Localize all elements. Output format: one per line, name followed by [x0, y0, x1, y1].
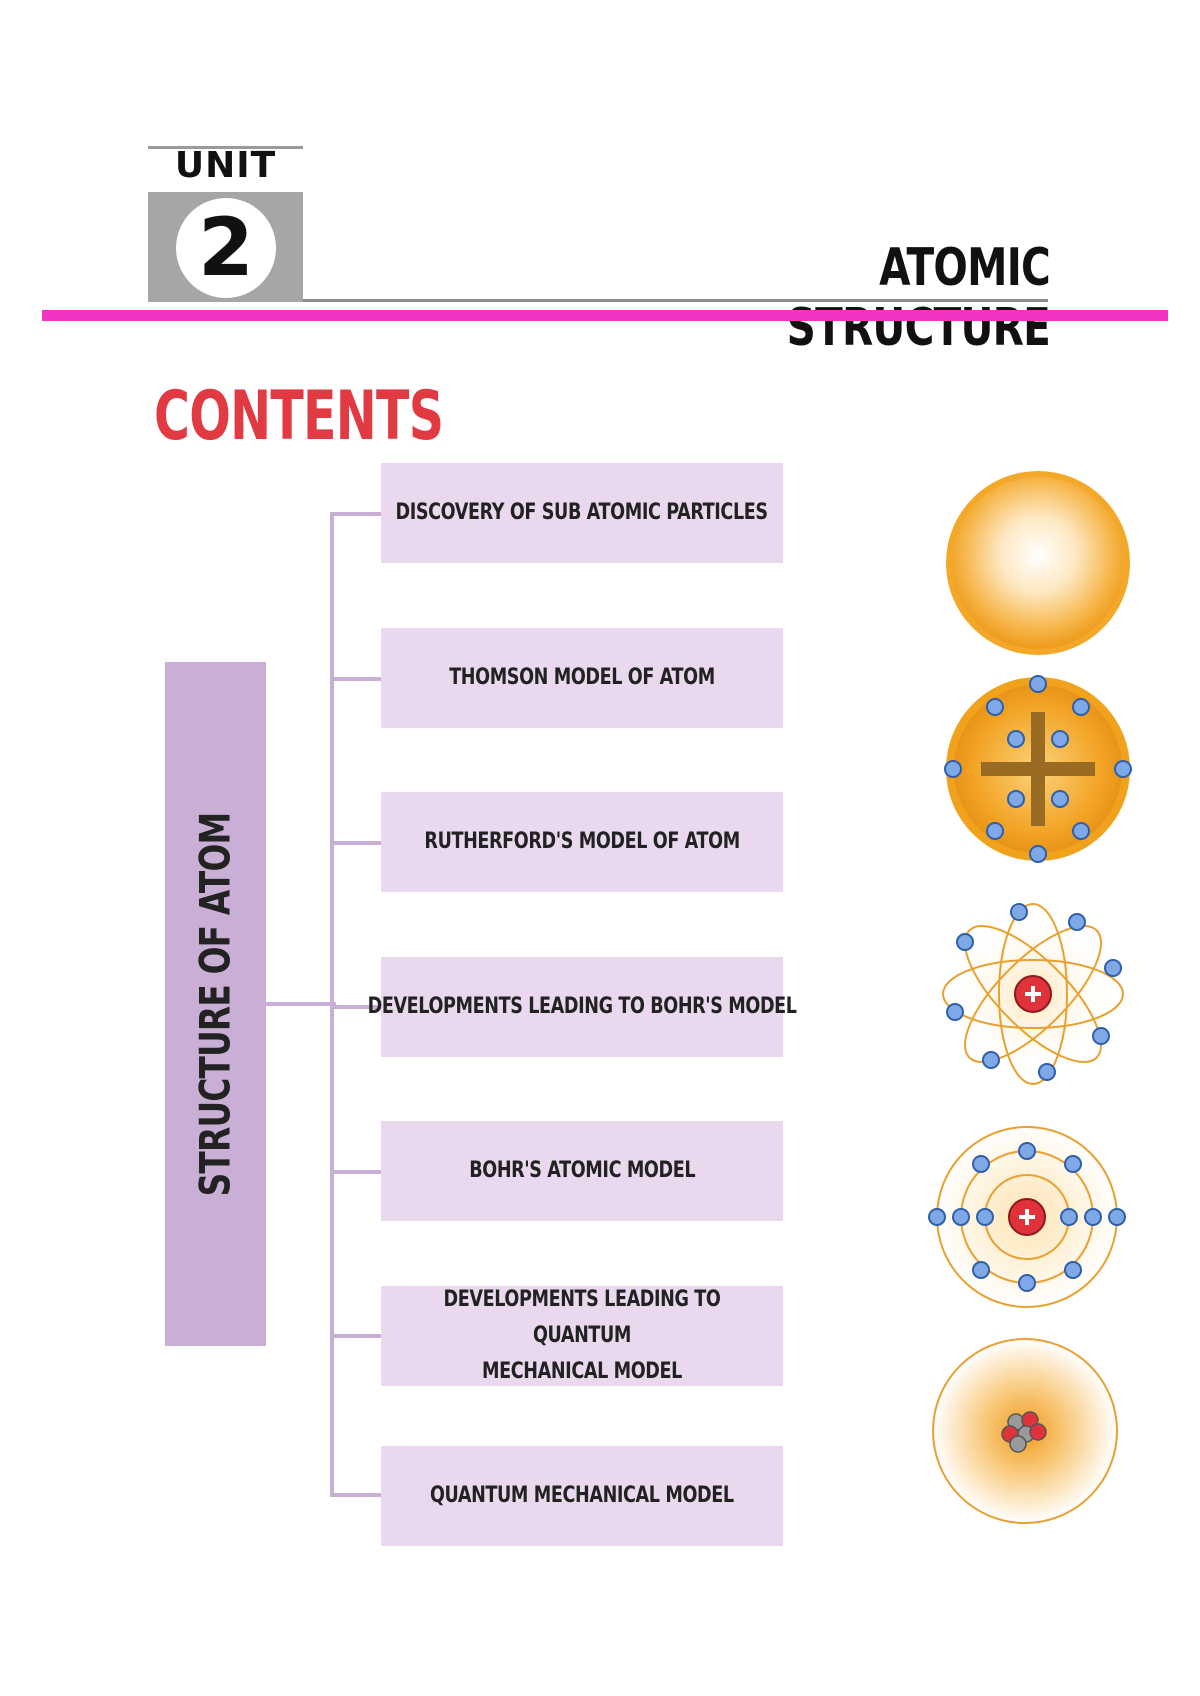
topic-label: BOHR'S ATOMIC MODEL: [469, 1158, 695, 1183]
topic-rutherford-model: RUTHERFORD'S MODEL OF ATOM: [381, 792, 783, 892]
connector-branch-1: [330, 512, 381, 516]
connector-branch-5: [330, 1170, 381, 1174]
bohr-shell-atom-icon: [928, 1126, 1126, 1308]
unit-title: ATOMIC STRUCTURE: [786, 238, 1051, 358]
connector-trunk: [330, 512, 334, 1496]
solid-sphere-atom-icon: [946, 471, 1130, 655]
topic-quantum-model: QUANTUM MECHANICAL MODEL: [381, 1446, 783, 1546]
unit-number: 2: [198, 201, 254, 294]
electron-cloud-atom-icon: [932, 1338, 1118, 1524]
title-underline: [303, 299, 1048, 302]
header-accent-bar: [42, 310, 1168, 321]
topic-label: THOMSON MODEL OF ATOM: [449, 665, 715, 690]
topic-developments-bohr: DEVELOPMENTS LEADING TO BOHR'S MODEL: [368, 957, 797, 1057]
unit-number-circle: 2: [176, 198, 276, 298]
rutherford-orbit-atom-icon: [942, 903, 1124, 1085]
thomson-plum-pudding-icon: [944, 675, 1132, 863]
topic-bohr-model: BOHR'S ATOMIC MODEL: [381, 1121, 783, 1221]
topic-label: DEVELOPMENTS LEADING TO BOHR'S MODEL: [367, 994, 797, 1019]
topic-label: RUTHERFORD'S MODEL OF ATOM: [424, 829, 740, 854]
structure-of-atom-label: STRUCTURE OF ATOM: [165, 663, 266, 1347]
connector-branch-7: [330, 1493, 381, 1497]
connector-branch-6: [330, 1334, 381, 1338]
connector-branch-4: [330, 1005, 381, 1009]
unit-top-rule: [148, 146, 303, 149]
connector-root: [266, 1002, 336, 1006]
topic-label: DEVELOPMENTS LEADING TO QUANTUM MECHANIC…: [443, 1287, 721, 1384]
structure-of-atom-box: [165, 662, 266, 1346]
unit-label: UNIT: [174, 145, 277, 186]
connector-branch-2: [330, 677, 381, 681]
topic-label: QUANTUM MECHANICAL MODEL: [430, 1483, 734, 1508]
topic-discovery-subatomic-particles: DISCOVERY OF SUB ATOMIC PARTICLES: [381, 463, 783, 563]
topic-thomson-model: THOMSON MODEL OF ATOM: [381, 628, 783, 728]
contents-heading: CONTENTS: [154, 377, 444, 456]
topic-label: DISCOVERY OF SUB ATOMIC PARTICLES: [395, 500, 769, 525]
structure-of-atom-text: STRUCTURE OF ATOM: [190, 812, 240, 1197]
connector-branch-3: [330, 841, 381, 845]
topic-developments-quantum: DEVELOPMENTS LEADING TO QUANTUM MECHANIC…: [381, 1286, 783, 1386]
